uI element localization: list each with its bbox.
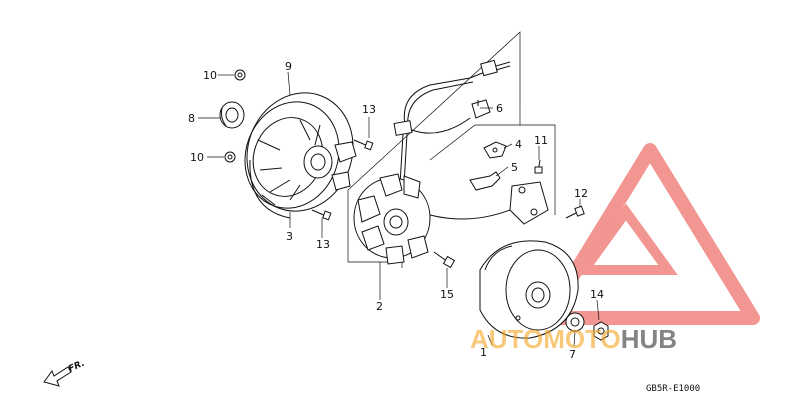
washer-nut-parts xyxy=(565,312,609,341)
washer-parts xyxy=(224,69,246,163)
watermark-text: AUTOMOTOHUB xyxy=(470,324,677,354)
callout-13-bottom: 13 xyxy=(316,238,330,251)
grommet-part xyxy=(471,99,491,119)
cover-part xyxy=(244,92,357,219)
callout-4: 4 xyxy=(515,138,522,151)
callout-5: 5 xyxy=(511,161,518,174)
callout-3: 3 xyxy=(286,230,293,243)
callout-11: 11 xyxy=(534,134,548,147)
callout-1: 1 xyxy=(480,346,487,359)
watermark-text-colored: AUTOMOTO xyxy=(470,324,621,354)
watermark-text-dark: HUB xyxy=(621,324,677,354)
watermark-logo xyxy=(540,143,760,325)
oil-seal-part xyxy=(219,101,245,129)
callout-15: 15 xyxy=(440,288,454,301)
diagram-code: GB5R-E1000 xyxy=(646,384,700,394)
bracket-part xyxy=(469,171,501,191)
leader-lines xyxy=(198,71,600,347)
callout-2: 2 xyxy=(376,300,383,313)
wiring-harness xyxy=(393,59,511,220)
clamp-part xyxy=(483,141,507,159)
callout-9: 9 xyxy=(285,60,292,73)
front-direction-indicator: FR. xyxy=(43,359,86,387)
bolt-parts-13 xyxy=(311,139,374,221)
callout-8: 8 xyxy=(188,112,195,125)
callout-14: 14 xyxy=(590,288,604,301)
stator-part xyxy=(353,173,431,265)
callout-12: 12 xyxy=(574,187,588,200)
callout-6: 6 xyxy=(496,102,503,115)
callout-10-bottom: 10 xyxy=(190,151,204,164)
callout-10-top: 10 xyxy=(203,69,217,82)
callout-13-top: 13 xyxy=(362,103,376,116)
svg-text:AUTOMOTOHUB: AUTOMOTOHUB xyxy=(470,324,677,354)
callouts: 10 9 8 10 3 13 13 6 4 11 5 12 2 15 14 1 … xyxy=(188,60,604,361)
direction-label: FR. xyxy=(67,359,86,375)
screw-parts xyxy=(433,159,585,269)
stator-frame xyxy=(347,31,556,300)
arrow-icon xyxy=(43,366,72,387)
flywheel-part xyxy=(479,240,579,339)
callout-7: 7 xyxy=(569,348,576,361)
pulser-part xyxy=(509,181,549,225)
